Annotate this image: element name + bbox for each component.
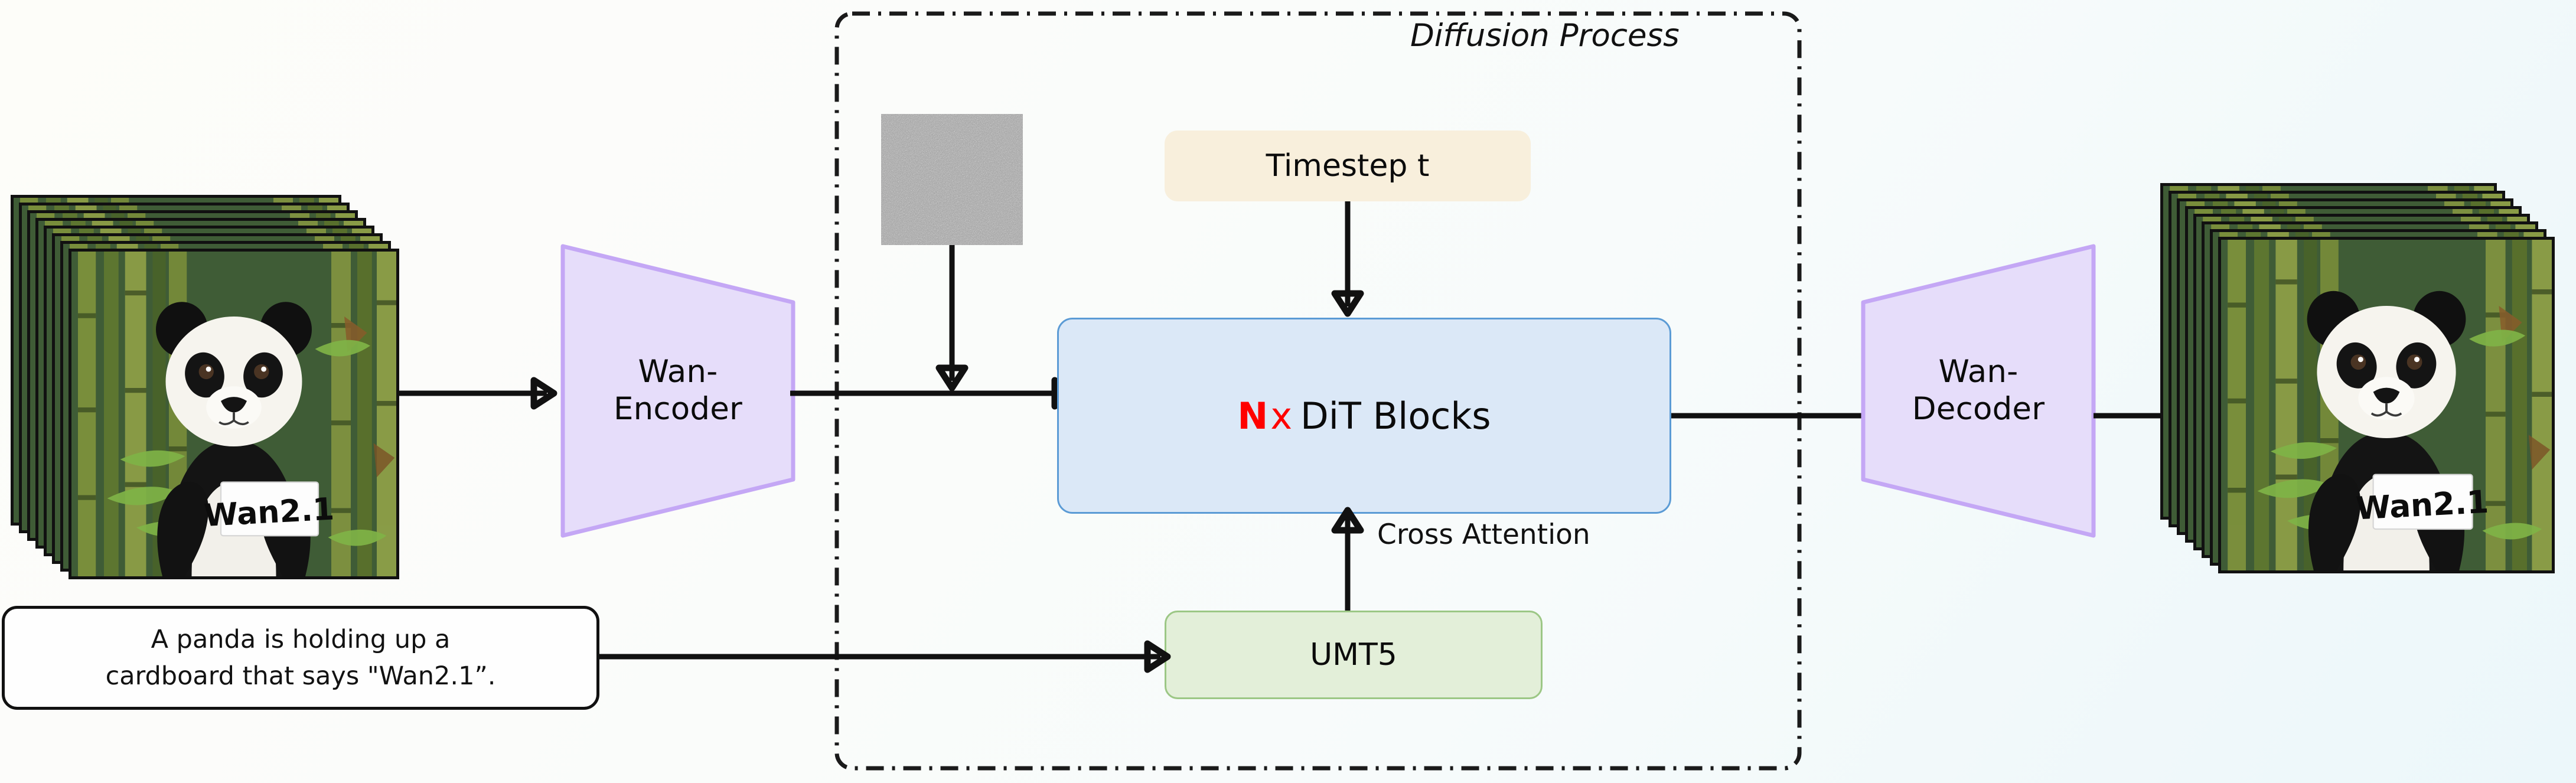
edge-timestep-to-dit <box>1331 201 1364 317</box>
prompt-line-2: cardboard that says "Wan2.1”. <box>105 661 496 691</box>
dit-blocks-label: DiT Blocks <box>1300 394 1491 438</box>
decoder-label-line1: Wan- <box>1938 354 2019 390</box>
diffusion-process-label: Diffusion Process <box>1410 18 1680 54</box>
frame-layer-front <box>69 249 399 579</box>
input-video-frames <box>11 195 424 579</box>
edge-frames-to-encoder <box>399 377 557 410</box>
encoder-label-line1: Wan- <box>638 354 718 390</box>
wan-decoder[interactable]: Wan- Decoder <box>1860 243 2096 539</box>
edge-cross-attention <box>1331 507 1364 614</box>
edge-prompt-to-umt5 <box>599 640 1171 673</box>
umt5-label: UMT5 <box>1310 637 1397 673</box>
prompt-line-1: A panda is holding up a <box>151 624 451 654</box>
timestep-label: Timestep t <box>1266 148 1430 184</box>
encoder-label-line2: Encoder <box>613 391 743 427</box>
timestep-box[interactable]: Timestep t <box>1165 130 1531 201</box>
edge-noise-to-latent <box>935 245 969 392</box>
output-video-frames <box>2160 183 2576 573</box>
decoder-label-line2: Decoder <box>1912 391 2045 427</box>
gaussian-noise-latent <box>881 114 1023 245</box>
dit-times-label: x <box>1270 394 1293 438</box>
dit-n-label: N <box>1237 394 1269 438</box>
dit-blocks-box[interactable]: N x DiT Blocks <box>1057 318 1671 514</box>
prompt-box[interactable]: A panda is holding up a cardboard that s… <box>2 606 599 710</box>
umt5-box[interactable]: UMT5 <box>1165 611 1543 699</box>
frame-layer-front <box>2218 237 2555 573</box>
wan-encoder[interactable]: Wan- Encoder <box>560 243 796 539</box>
cross-attention-label: Cross Attention <box>1377 518 1590 551</box>
